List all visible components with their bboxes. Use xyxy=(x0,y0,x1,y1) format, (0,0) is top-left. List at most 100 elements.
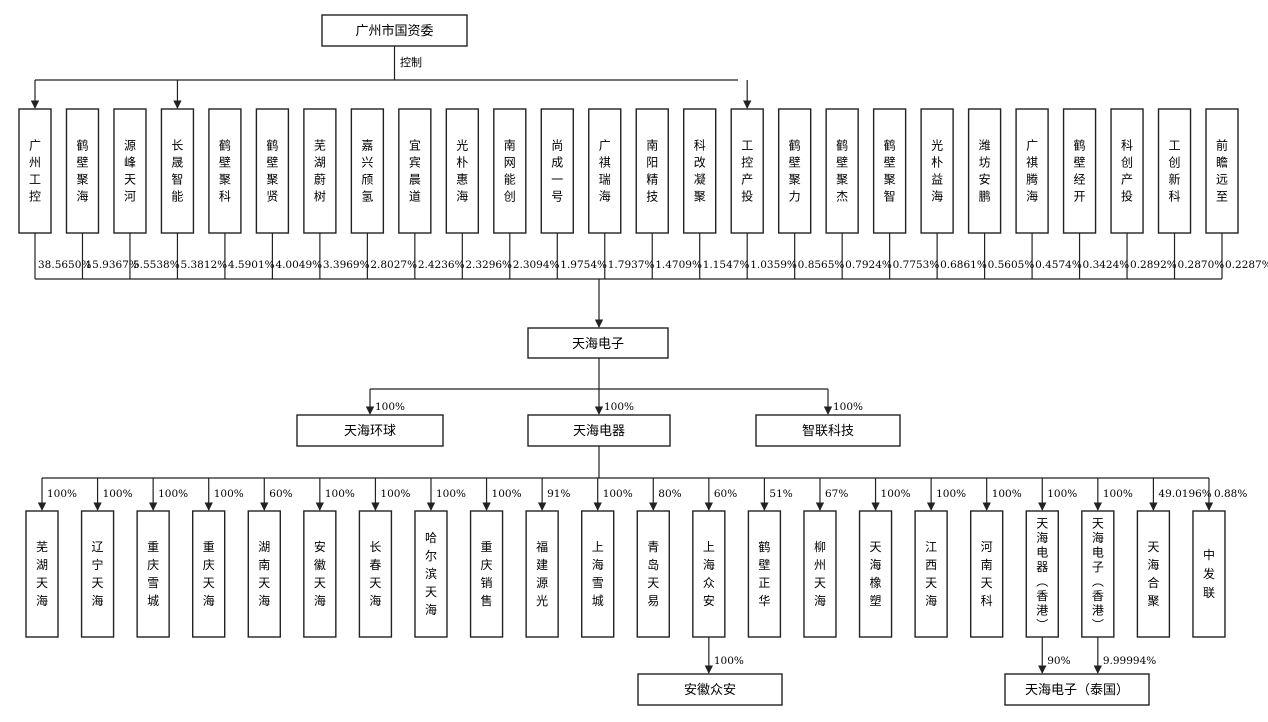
company-node: 天海电子 xyxy=(527,327,669,359)
shareholder-pct: 2.8027% xyxy=(370,259,417,271)
subsidiary-name: 天海合聚 xyxy=(1147,540,1159,608)
subsidiary-node: 100%重庆销售 xyxy=(469,478,522,638)
shareholder-name: 嘉兴颀氢 xyxy=(361,139,373,204)
shareholder-pct: 5.3812% xyxy=(180,259,227,271)
shareholder-node: 尚成一号 xyxy=(540,108,574,279)
subsidiary-pct: 100% xyxy=(214,488,244,500)
bottom-label: 安徽众安 xyxy=(684,683,736,698)
bottom-row: 100% 安徽众安 90%9.99994%天海电子（泰国） xyxy=(637,637,1156,706)
bottom-node: 90%9.99994%天海电子（泰国） xyxy=(1004,637,1156,706)
subsidiary-name: 柳州天海 xyxy=(814,540,826,608)
level2-pct: 100% xyxy=(375,401,405,413)
subsidiary-name: 江西天海 xyxy=(925,540,937,608)
shareholder-pct: 3.3969% xyxy=(323,259,370,271)
subsidiary-name: 湖南天海 xyxy=(258,539,270,608)
shareholder-node: 广祺瑞海 xyxy=(588,108,622,279)
shareholder-name: 工控产投 xyxy=(741,139,753,204)
subsidiary-name: 福建源光 xyxy=(536,539,548,608)
shareholder-name: 科创产投 xyxy=(1121,139,1133,204)
level2-node: 100%智联科技 xyxy=(755,389,901,447)
subsidiary-node: 100%重庆天海 xyxy=(192,478,244,638)
subsidiary-pct: 100% xyxy=(603,488,633,500)
subsidiary-node: 51%鹤壁正华 xyxy=(747,478,793,638)
shareholder-name: 广祺腾海 xyxy=(1026,139,1038,204)
shareholder-node: 鹤壁聚杰 xyxy=(825,108,859,279)
subsidiary-pct: 100% xyxy=(325,488,355,500)
shareholder-node: 科改凝聚 xyxy=(683,108,717,279)
shareholder-pct: 2.4236% xyxy=(418,259,465,271)
subsidiary-pct: 100% xyxy=(881,488,911,500)
shareholder-percentages: 38.5650%15.9367%5.5538%5.3812%4.5901%4.0… xyxy=(38,259,1268,271)
shareholder-pct: 5.5538% xyxy=(133,259,180,271)
shareholder-name: 鹤壁聚智 xyxy=(884,138,896,204)
level2-pct: 100% xyxy=(833,401,863,413)
subsidiary-name: 上海雪城 xyxy=(592,540,604,608)
shareholder-node: 工控产投 xyxy=(730,80,764,279)
level2-node: 100% 天海电器 xyxy=(527,389,671,447)
subsidiary-pct: 80% xyxy=(658,488,681,500)
shareholder-pct: 0.4574% xyxy=(1035,259,1082,271)
shareholder-node: 鹤壁聚海 xyxy=(65,108,100,279)
subsidiary-node: 100%重庆雪城 xyxy=(136,478,188,638)
bottom-pct: 100% xyxy=(714,655,744,667)
subsidiary-pct: 91% xyxy=(547,488,570,500)
subsidiary-pct: 60% xyxy=(714,488,737,500)
shareholder-pct: 0.7924% xyxy=(845,259,892,271)
subsidiary-name: 芜湖天海 xyxy=(36,540,48,608)
subsidiary-node: 80% 青岛天易 xyxy=(636,478,682,638)
bottom-pct: 9.99994% xyxy=(1103,655,1156,667)
shareholder-name: 广州工控 xyxy=(29,139,41,204)
subsidiary-pct: 100% xyxy=(936,488,966,500)
shareholder-name: 长晟智能 xyxy=(171,139,183,204)
shareholder-pct: 0.7753% xyxy=(893,259,940,271)
control-label: 控制 xyxy=(400,55,422,69)
subsidiary-pct: 100% xyxy=(158,488,188,500)
shareholder-pct: 0.2892% xyxy=(1130,259,1177,271)
subsidiary-pct: 100% xyxy=(1047,488,1077,500)
subsidiary-node: 100%天海电子︵香港︶ xyxy=(1081,478,1133,638)
subsidiary-node: 67%柳州天海 xyxy=(803,478,848,638)
level2-label: 天海电器 xyxy=(573,424,625,439)
shareholder-pct: 15.9367% xyxy=(85,259,138,271)
subsidiary-pct: 100% xyxy=(103,488,133,500)
subsidiary-name: 青岛天易 xyxy=(647,540,659,608)
level2-label: 天海环球 xyxy=(344,424,396,439)
shareholder-node: 嘉兴颀氢 xyxy=(350,108,385,279)
shareholder-pct: 0.3424% xyxy=(1083,259,1130,271)
bottom-node: 100% 安徽众安 xyxy=(637,637,783,706)
shareholder-node: 鹤壁聚贤 xyxy=(255,108,290,279)
subsidiary-node: 100%河南天科 xyxy=(969,478,1022,638)
subsidiary-name: 上海众安 xyxy=(703,540,715,608)
subsidiary-node: 100%天海橡塑 xyxy=(858,478,911,638)
shareholder-name: 宜宾晨道 xyxy=(409,138,421,204)
subsidiary-pct: 100% xyxy=(47,488,77,500)
shareholder-pct: 2.3296% xyxy=(465,259,512,271)
subsidiary-node: 49.0196%天海合聚 xyxy=(1136,478,1212,638)
subsidiary-pct: 51% xyxy=(769,488,792,500)
shareholder-node: 光朴惠海 xyxy=(445,108,480,279)
root-node: 广州市国资委 xyxy=(321,14,468,47)
subsidiary-name: 长春天海 xyxy=(369,540,381,608)
subsidiary-pct: 60% xyxy=(269,488,292,500)
shareholder-row: 广州工控鹤壁聚海源峰天河长晟智能鹤壁聚科鹤壁聚贤芜湖蔚树嘉兴颀氢宜宾晨道光朴惠海… xyxy=(18,80,1239,279)
subsidiary-name: 辽宁天海 xyxy=(92,540,104,608)
shareholder-name: 科改凝聚 xyxy=(694,139,706,204)
shareholder-node: 宜宾晨道 xyxy=(398,108,432,279)
shareholder-pct: 0.8565% xyxy=(798,259,845,271)
level2-pct: 100% xyxy=(604,401,634,413)
subsidiary-name: 哈尔滨天海 xyxy=(425,531,437,617)
subsidiary-node: 100%长春天海 xyxy=(358,478,410,638)
shareholder-node: 鹤壁聚智 xyxy=(872,108,907,279)
subsidiary-pct: 100% xyxy=(436,488,466,500)
shareholder-name: 光朴惠海 xyxy=(456,139,468,204)
subsidiary-node: 100%天海电器︵香港︶ xyxy=(1025,478,1077,638)
root-label: 广州市国资委 xyxy=(355,23,433,39)
shareholder-node: 广祺腾海 xyxy=(1015,108,1049,279)
shareholder-node: 光朴益海 xyxy=(920,108,954,279)
shareholder-node: 鹤壁经开 xyxy=(1062,108,1097,279)
shareholder-name: 南阳精技 xyxy=(646,138,658,204)
shareholder-node: 南网能创 xyxy=(493,108,527,279)
shareholder-name: 工创新科 xyxy=(1169,139,1181,204)
shareholder-pct: 0.6861% xyxy=(940,259,987,271)
